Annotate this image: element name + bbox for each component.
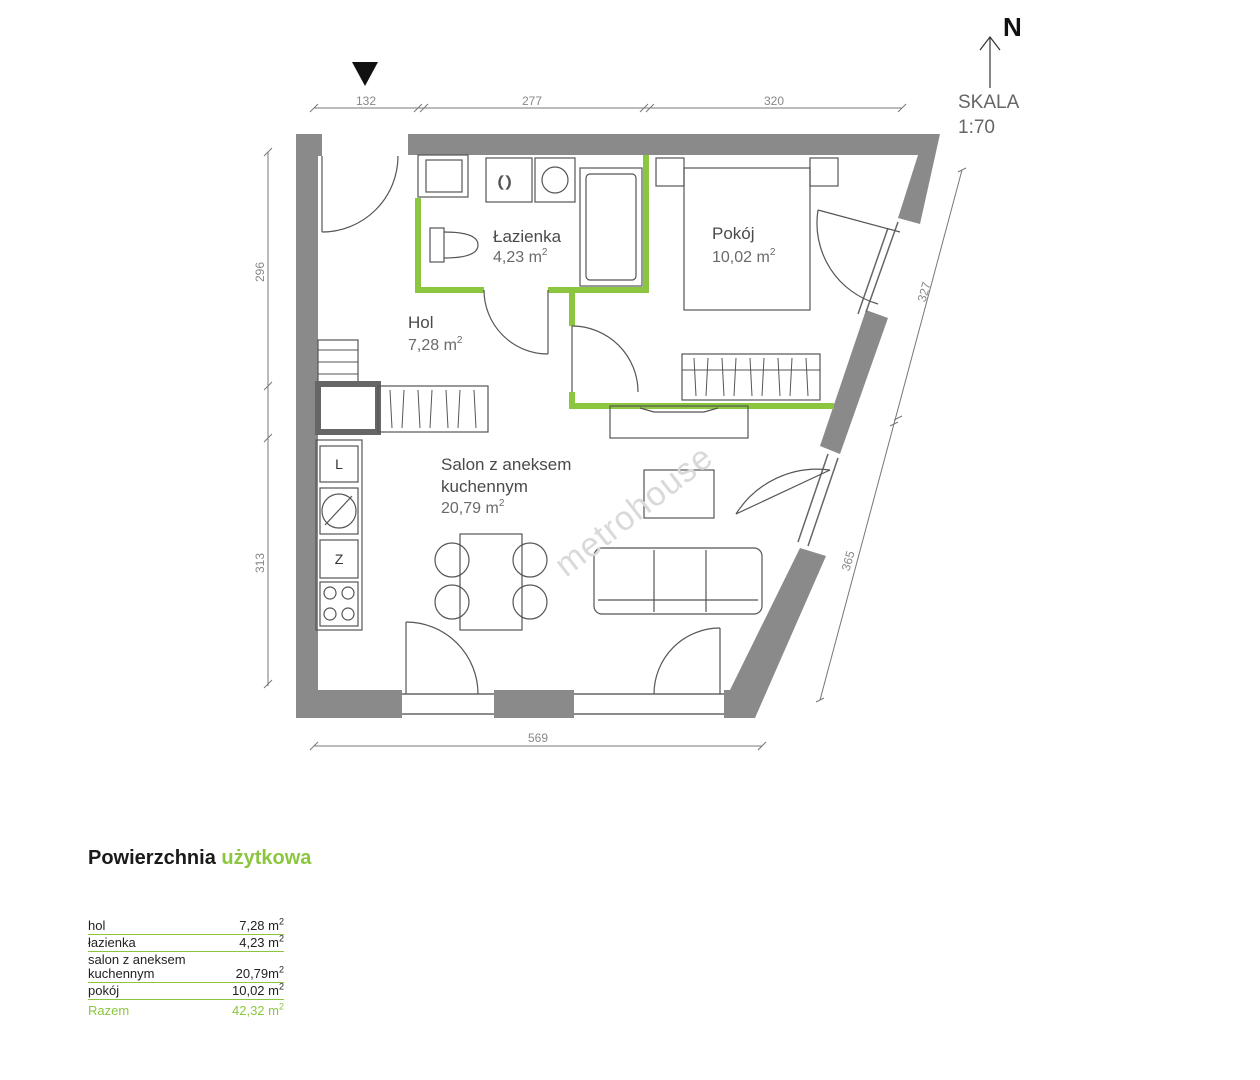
dim-right-1: 327	[915, 280, 934, 303]
room-name: Pokój	[712, 224, 755, 243]
area-value: 7,28 m2	[239, 916, 284, 933]
hall-area: 7,28 m2	[408, 335, 463, 354]
area-value: 10,02 m2	[232, 981, 284, 998]
door-swings	[321, 155, 901, 695]
svg-text:( ): ( )	[498, 173, 511, 189]
entrance-marker-icon	[352, 62, 378, 86]
summary-title-main: Powierzchnia	[88, 847, 216, 869]
watermark: metrohouse	[548, 438, 721, 585]
summary-title-accent: użytkowa	[221, 847, 312, 869]
fixtures: ( )	[315, 154, 839, 631]
total-value: 42,32 m2	[232, 1001, 284, 1018]
area-table: hol 7,28 m2 łazienka 4,23 m2 salon z ane…	[88, 916, 284, 1019]
dim-right-2: 365	[839, 549, 858, 572]
dim-bottom: 569	[528, 731, 548, 745]
living-name-line1: Salon z aneksem	[441, 455, 571, 474]
living-name-line2: kuchennym	[441, 477, 528, 496]
area-label: pokój	[88, 983, 120, 998]
north-arrowhead-icon	[979, 36, 1001, 51]
area-value: 4,23 m2	[239, 933, 284, 950]
area-label: hol	[88, 918, 106, 933]
dim-left-1: 296	[253, 262, 267, 282]
scale-value: 1:70	[958, 117, 995, 138]
north-label: N	[1003, 12, 1022, 42]
room-area: 10,02 m2	[712, 247, 776, 266]
wardrobe-hatching	[318, 349, 820, 429]
fridge-label: L	[335, 456, 343, 472]
living-area: 20,79 m2	[441, 498, 505, 517]
outer-walls	[296, 134, 940, 718]
floor-plan: ( )	[253, 12, 1022, 751]
area-row-salon: salon z aneksem kuchennym 20,79m2	[88, 952, 284, 983]
bathroom-area: 4,23 m2	[493, 247, 548, 266]
dimension-lines	[263, 103, 967, 751]
dim-left-2: 313	[253, 553, 267, 573]
dim-top-3: 320	[764, 94, 784, 108]
dim-top-2: 277	[522, 94, 542, 108]
summary-title: Powierzchnia użytkowa	[88, 847, 311, 870]
compass: N SKALA 1:70	[958, 12, 1022, 138]
scale-label: SKALA	[958, 92, 1020, 113]
windows	[402, 221, 899, 715]
area-row-pokoj: pokój 10,02 m2	[88, 981, 284, 1000]
area-row-hol: hol 7,28 m2	[88, 916, 284, 935]
dim-top-1: 132	[356, 94, 376, 108]
area-row-lazienka: łazienka 4,23 m2	[88, 933, 284, 952]
area-row-total: Razem 42,32 m2	[88, 1000, 284, 1019]
total-label: Razem	[88, 1003, 130, 1018]
freezer-label: Z	[335, 551, 344, 567]
hall-name: Hol	[408, 313, 434, 332]
area-label: salon z aneksem kuchennym	[88, 952, 186, 981]
bathroom-name: Łazienka	[493, 227, 562, 246]
area-value: 20,79m2	[235, 964, 284, 981]
area-label: łazienka	[88, 935, 136, 950]
